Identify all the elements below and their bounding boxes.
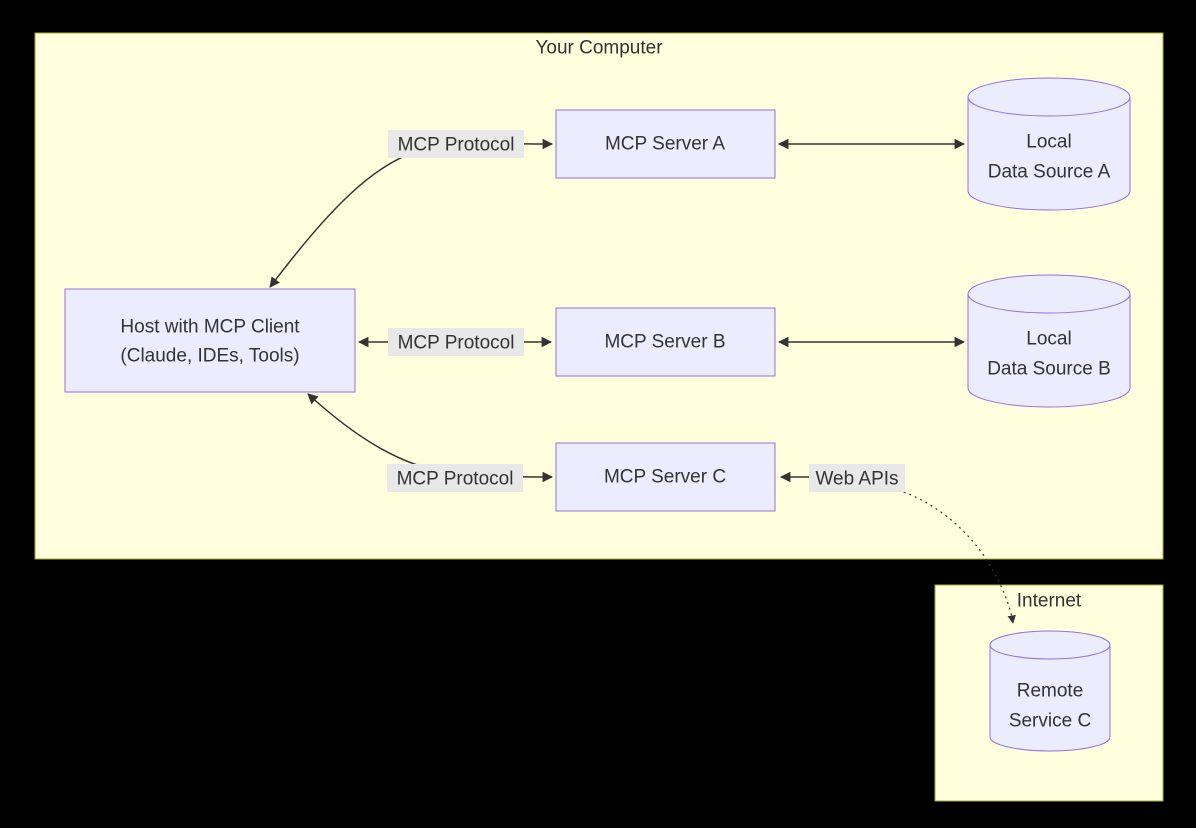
edge-label-bg bbox=[809, 464, 905, 492]
node-mcp-server-c: MCP Server C bbox=[555, 442, 776, 512]
edge-label-text: Web APIs bbox=[815, 469, 898, 490]
node-local-data-source-b-line2: Data Source B bbox=[987, 359, 1111, 380]
cylinder-top bbox=[967, 274, 1131, 314]
node-host-box bbox=[64, 288, 356, 393]
node-remote-service-c-line2: Service C bbox=[1009, 711, 1091, 732]
node-mcp-server-b: MCP Server B bbox=[555, 307, 776, 377]
cylinder-top bbox=[967, 77, 1131, 117]
node-local-data-source-a: Local Data Source A bbox=[967, 77, 1131, 211]
edge-label-bg bbox=[388, 328, 524, 356]
edge-label-text: MCP Protocol bbox=[397, 469, 514, 490]
node-host-label-line2: (Claude, IDEs, Tools) bbox=[120, 346, 299, 367]
node-mcp-server-a-box bbox=[555, 109, 776, 179]
edge-label-bg bbox=[387, 464, 523, 492]
node-host: Host with MCP Client (Claude, IDEs, Tool… bbox=[64, 288, 356, 393]
cylinder-body bbox=[967, 293, 1131, 408]
node-mcp-server-b-label: MCP Server B bbox=[604, 332, 725, 353]
cylinder-body bbox=[967, 96, 1131, 211]
cylinder-body bbox=[989, 644, 1111, 752]
node-local-data-source-a-line2: Data Source A bbox=[988, 162, 1111, 183]
node-mcp-server-a: MCP Server A bbox=[555, 109, 776, 179]
cluster-internet-title: Internet bbox=[1017, 591, 1082, 612]
node-local-data-source-a-line1: Local bbox=[1026, 132, 1071, 153]
edge-label-text: MCP Protocol bbox=[398, 333, 515, 354]
node-remote-service-c: Remote Service C bbox=[989, 630, 1111, 752]
edge-label-host-server-b: MCP Protocol bbox=[388, 328, 524, 356]
node-local-data-source-b: Local Data Source B bbox=[967, 274, 1131, 408]
node-local-data-source-b-line1: Local bbox=[1026, 329, 1071, 350]
node-mcp-server-c-label: MCP Server C bbox=[604, 467, 726, 488]
edge-label-host-server-a: MCP Protocol bbox=[388, 130, 524, 158]
edge-label-text: MCP Protocol bbox=[398, 135, 515, 156]
node-remote-service-c-line1: Remote bbox=[1017, 681, 1084, 702]
node-mcp-server-c-box bbox=[555, 442, 776, 512]
edge-label-webapis: Web APIs bbox=[809, 464, 905, 492]
node-mcp-server-b-box bbox=[555, 307, 776, 377]
edge-label-bg bbox=[388, 130, 524, 158]
cylinder-top bbox=[989, 630, 1111, 660]
edge-label-host-server-c: MCP Protocol bbox=[387, 464, 523, 492]
node-host-label-line1: Host with MCP Client bbox=[120, 317, 300, 338]
node-mcp-server-a-label: MCP Server A bbox=[605, 134, 725, 155]
cluster-your-computer-title: Your Computer bbox=[535, 38, 663, 59]
